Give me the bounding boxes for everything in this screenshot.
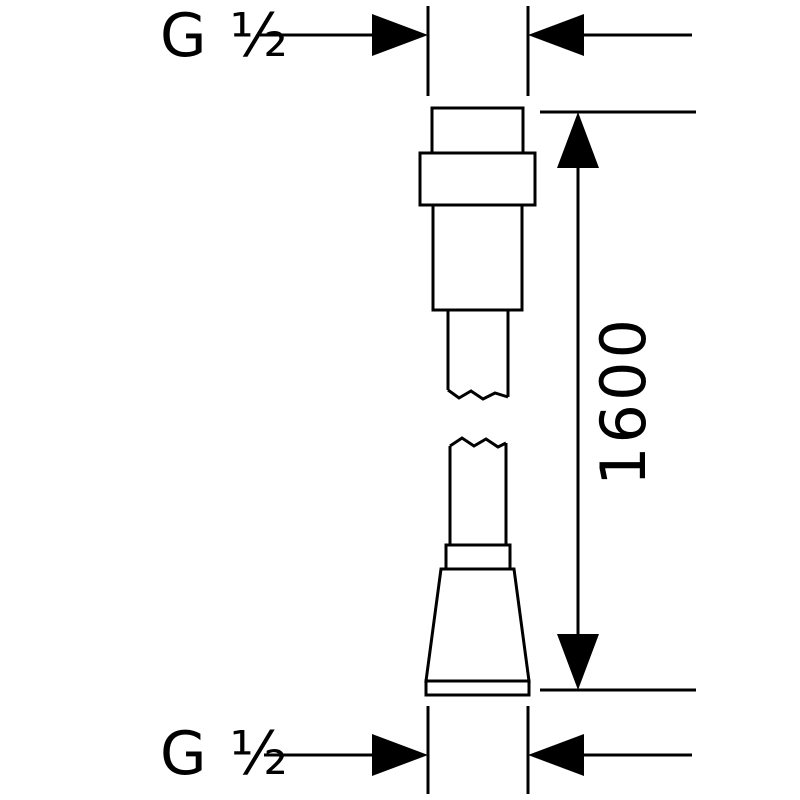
thread-size-label-bottom: G ½ [160, 719, 290, 789]
bottom-fitting-cone [424, 567, 531, 683]
length-dim-arrow-down-icon [557, 634, 599, 690]
length-dim-arrow-up-icon [557, 112, 599, 168]
top-fitting-nut [418, 151, 537, 207]
top-fitting-body [431, 203, 524, 312]
bottom-fitting-collar [444, 543, 512, 571]
bottom-dim-arrow-right-icon [372, 734, 428, 776]
top-dim-arrow-right-icon [372, 14, 428, 56]
top-dim-arrow-left-icon [528, 14, 584, 56]
thread-size-label-top: G ½ [160, 1, 290, 71]
bottom-dim-arrow-left-icon [528, 734, 584, 776]
hose-length-label: 1600 [587, 316, 660, 486]
lower-hose-break-edge [449, 436, 507, 449]
top-fitting-nipple [430, 106, 525, 155]
bottom-fitting-band [424, 679, 531, 697]
upper-hose-break-edge [447, 388, 509, 401]
